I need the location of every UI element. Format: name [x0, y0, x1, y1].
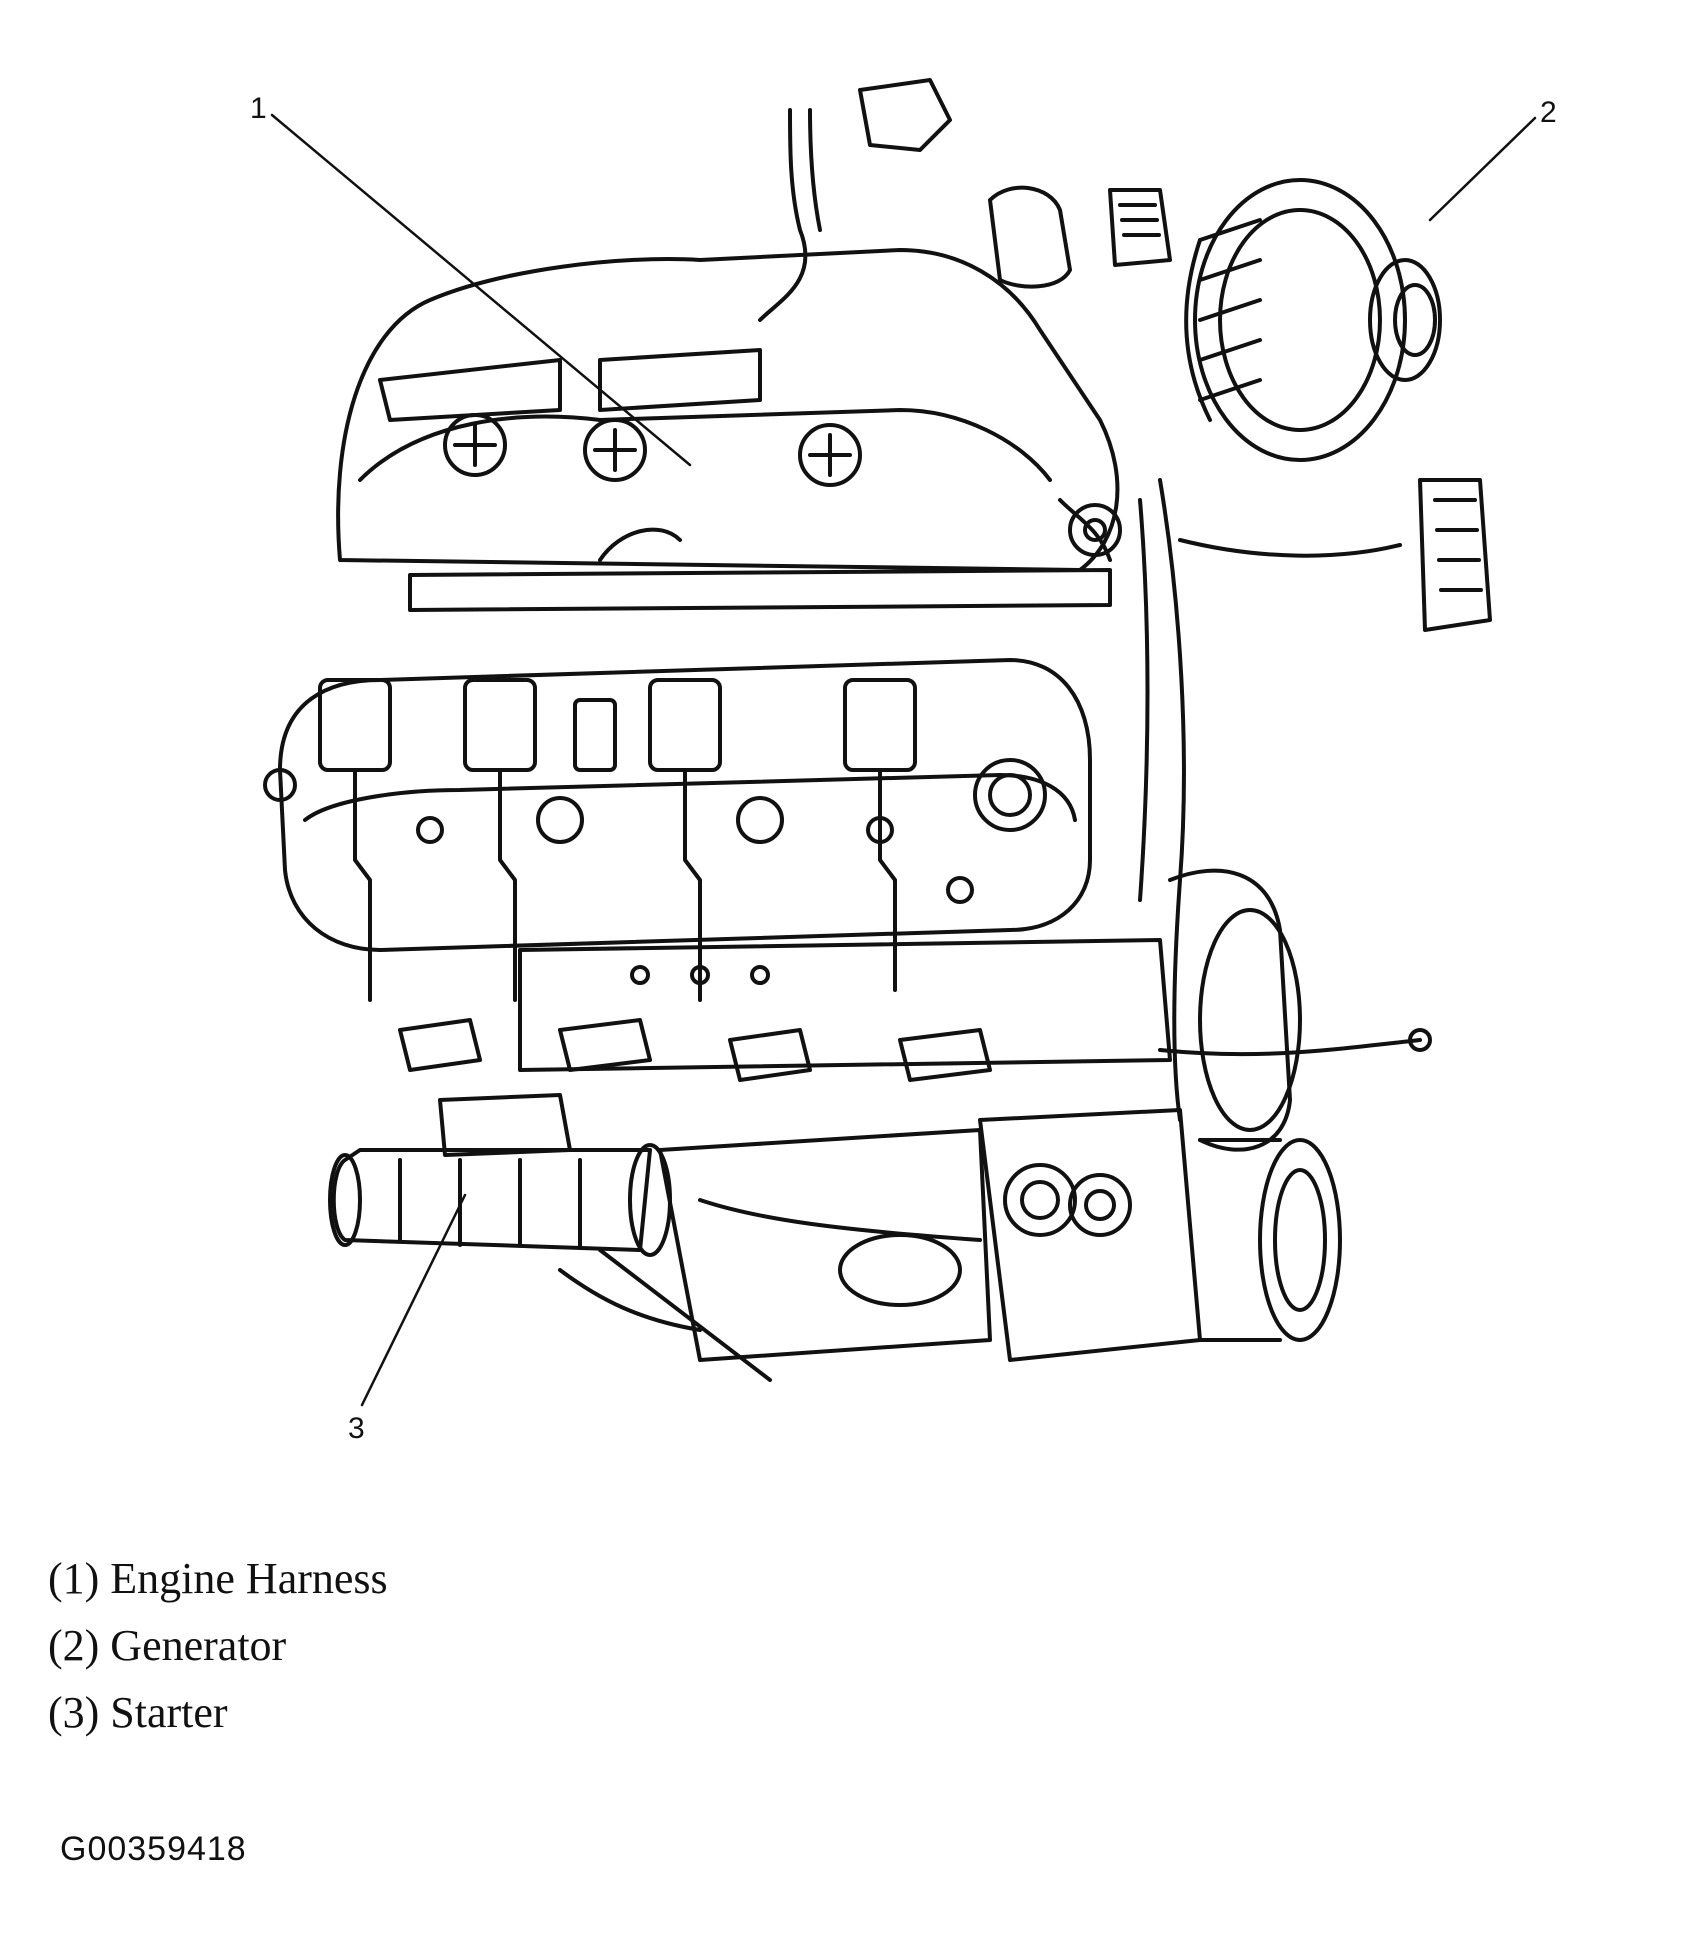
engine-block [398, 938, 1432, 1082]
callout-number-1: 1 [250, 92, 267, 125]
engine-diagram: 1 2 3 [250, 78, 1557, 1445]
generator [1184, 178, 1442, 462]
leader-line-2 [1428, 116, 1537, 222]
figure-id: G00359418 [60, 1830, 247, 1868]
throttle-body [758, 78, 1172, 322]
starter [328, 1093, 672, 1257]
ac-compressor [978, 1108, 1342, 1362]
callout-legend: (1) Engine Harness (2) Generator (3) Sta… [48, 1545, 388, 1746]
oil-pan [558, 1128, 992, 1382]
callout-number-2: 2 [1540, 96, 1557, 129]
valve-cover [263, 658, 1092, 952]
harness-connectors [1138, 478, 1492, 1122]
ignition-coils [318, 678, 917, 1002]
fuel-rail [408, 527, 1112, 612]
legend-item-generator: (2) Generator [48, 1621, 287, 1670]
intake-manifold [336, 248, 1122, 572]
leader-line-3 [360, 1193, 467, 1407]
callout-leaders [270, 113, 1537, 1407]
leader-line-1 [270, 113, 692, 467]
legend-item-starter: (3) Starter [48, 1688, 228, 1737]
legend-item-engine-harness: (1) Engine Harness [48, 1554, 388, 1603]
callout-number-3: 3 [348, 1412, 365, 1445]
front-cover [1168, 868, 1302, 1152]
